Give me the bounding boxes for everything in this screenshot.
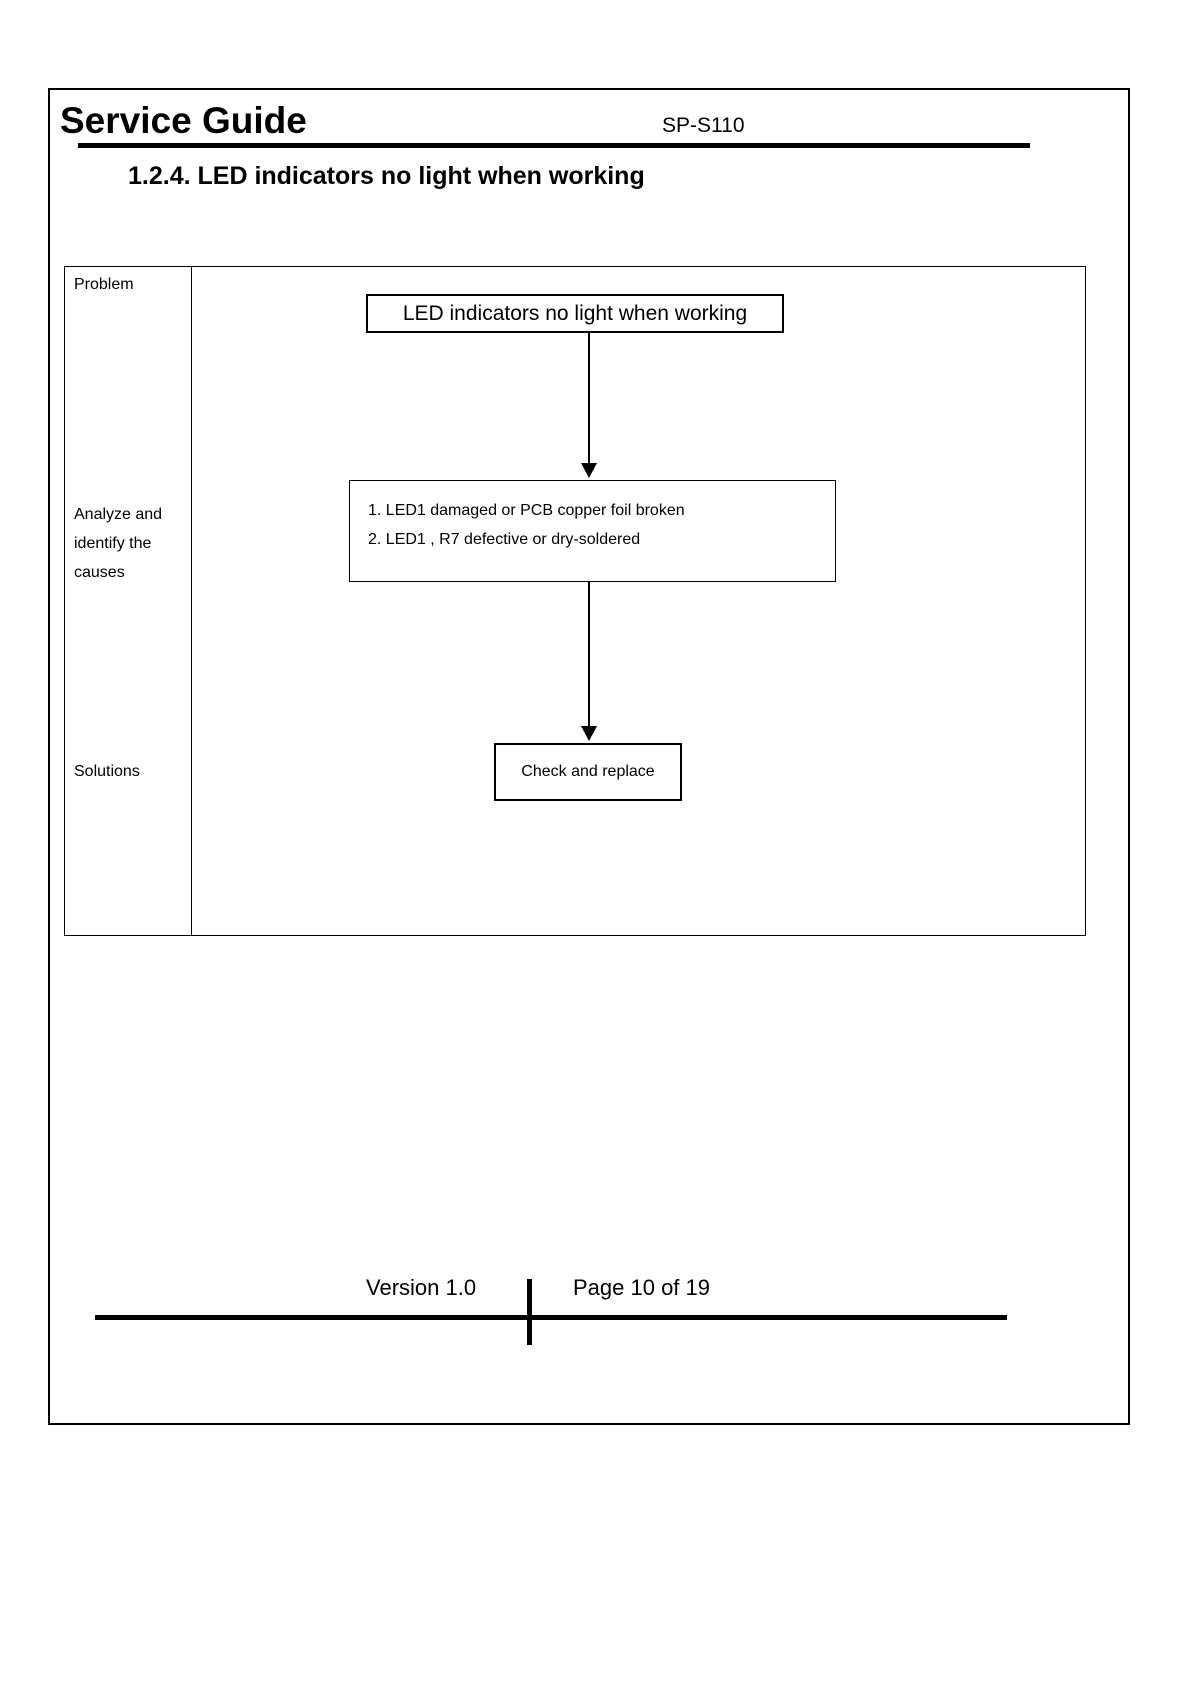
stage-label-analyze-causes: Analyze and identify the causes — [74, 506, 163, 581]
document-footer: Version 1.0 Page 10 of 19 — [50, 1259, 1128, 1349]
header-divider-rule — [78, 143, 1030, 148]
footer-version-text: Version 1.0 — [366, 1275, 477, 1300]
arrow-shaft — [588, 582, 590, 728]
footer-separator — [527, 1279, 532, 1345]
document-header: Service Guide SP-S110 — [50, 90, 1128, 160]
flow-node-causes: 1. LED1 damaged or PCB copper foil broke… — [349, 480, 836, 582]
flow-node-problem: LED indicators no light when working — [366, 294, 784, 333]
stage-label-column: Problem Analyze and identify the causes … — [65, 267, 192, 935]
troubleshooting-table: Problem Analyze and identify the causes … — [64, 266, 1086, 936]
footer-page-number: Page 10 of 19 — [573, 1275, 711, 1300]
arrow-head-icon — [581, 463, 597, 478]
flowchart-area: LED indicators no light when working 1. … — [192, 267, 1085, 935]
cause-item-2: 2. LED1 , R7 defective or dry-soldered — [368, 531, 641, 548]
cause-item-1: 1. LED1 damaged or PCB copper foil broke… — [368, 502, 685, 519]
footer-divider-rule — [95, 1315, 1007, 1320]
arrow-head-icon — [581, 726, 597, 741]
model-number: SP-S110 — [662, 114, 745, 137]
flow-node-solution: Check and replace — [494, 743, 682, 801]
arrow-shaft — [588, 333, 590, 465]
page-frame: Service Guide SP-S110 1.2.4. LED indicat… — [48, 88, 1130, 1425]
stage-label-solutions: Solutions — [74, 763, 140, 780]
page-title: Service Guide — [60, 100, 307, 141]
section-heading: 1.2.4. LED indicators no light when work… — [128, 162, 645, 190]
stage-label-problem: Problem — [74, 276, 134, 293]
